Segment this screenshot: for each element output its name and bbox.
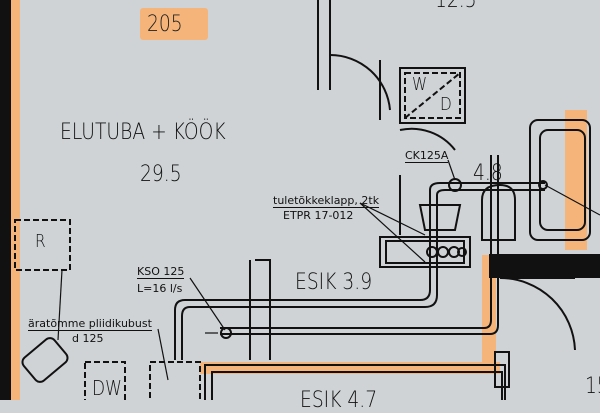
- kso-annotation: KSO 125: [137, 265, 185, 279]
- hood-exhaust-annotation: äratõmme pliidikubust: [28, 317, 152, 331]
- right-room-area: 15: [585, 374, 600, 399]
- wc-area: 4.8: [473, 161, 503, 186]
- hall-1-label: ESIK 3.9: [295, 270, 373, 295]
- living-room-area: 29.5: [140, 162, 182, 187]
- floor-plan-drawing: [0, 0, 600, 400]
- flow-annotation: L=16 l/s: [137, 282, 183, 295]
- leader-lines: [57, 159, 600, 381]
- ck-annotation: CK125A: [405, 149, 449, 163]
- room-number-badge: 205: [147, 12, 183, 37]
- dishwasher-label: DW: [92, 376, 122, 400]
- walls: [0, 0, 600, 400]
- fire-damper-code: ETPR 17-012: [283, 209, 354, 222]
- hall-2-label: ESIK 4.7: [300, 388, 378, 413]
- hood-diameter-annotation: d 125: [72, 332, 104, 345]
- washer-d-label: D: [440, 94, 452, 115]
- fridge-label: R: [35, 231, 46, 252]
- top-room-area: 12.5: [435, 0, 477, 13]
- washer-w-label: W: [412, 74, 428, 95]
- fire-damper-annotation: tuletõkkeklapp, 2tk: [273, 194, 380, 208]
- living-room-name: ELUTUBA + KÖÖK: [60, 120, 226, 145]
